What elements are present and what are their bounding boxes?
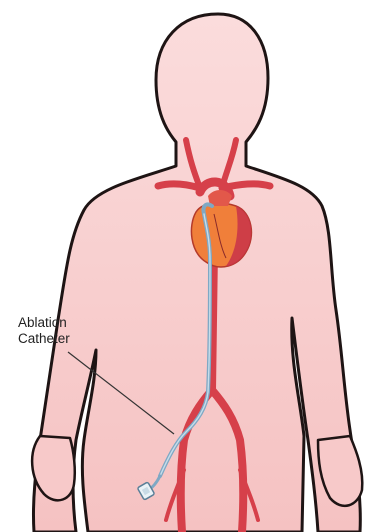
callout-label-line1: Ablation bbox=[18, 315, 67, 331]
body-silhouette bbox=[33, 14, 360, 532]
descending-aorta bbox=[212, 250, 214, 390]
left-subclavian bbox=[158, 184, 200, 188]
callout-label-line2: Catheter bbox=[18, 331, 70, 347]
